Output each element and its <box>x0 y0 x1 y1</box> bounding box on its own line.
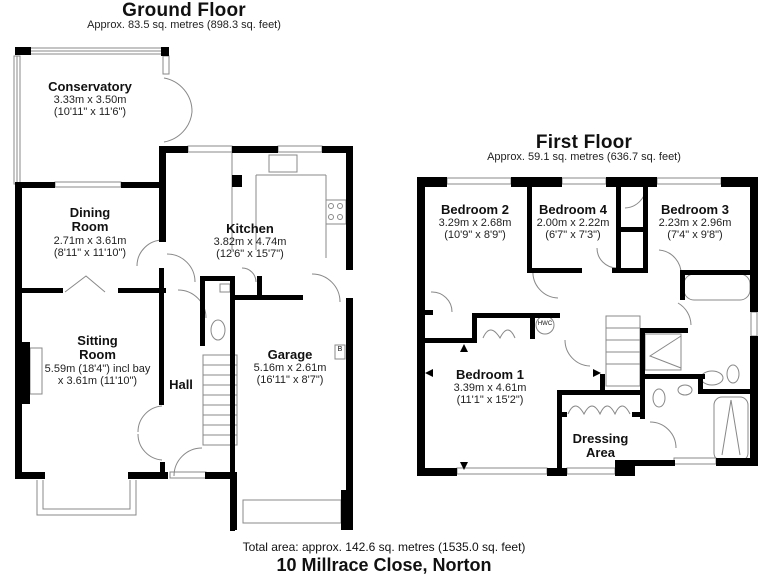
bedroom2-cupboard-door <box>430 291 453 313</box>
total-area: Total area: approx. 142.6 sq. metres (15… <box>242 540 526 554</box>
hwc-label: HWC <box>537 321 553 327</box>
bedroom3-cupboard-door <box>624 187 647 209</box>
first-floor-title: First Floor <box>535 132 633 153</box>
first-floor-walls <box>417 177 758 476</box>
bathroom-door-arc <box>677 302 692 326</box>
room-bedroom-1: Bedroom 1 3.39m x 4.61m (11'1" x 15'2") <box>445 367 535 407</box>
conservatory-door-arc-top <box>163 77 193 113</box>
ensuite-basin <box>677 384 693 396</box>
room-dimensions-metric: 3.39m x 4.61m <box>453 382 527 395</box>
bay-window <box>36 480 137 516</box>
kitchen-sink <box>268 154 298 173</box>
room-garage: Garage 5.16m x 2.61m (16'11" x 8'7") <box>240 347 340 387</box>
ground-floor-area: Approx. 83.5 sq. metres (898.3 sq. feet) <box>87 19 281 31</box>
room-hall: Hall <box>162 377 200 392</box>
room-dimensions-metric: 3.29m x 2.68m <box>438 217 512 230</box>
room-name-line2: Room <box>79 347 116 363</box>
first-floor-stairs <box>605 315 641 387</box>
ground-floor-walls <box>15 47 353 531</box>
room-dimensions-metric: 3.33m x 3.50m <box>53 94 127 107</box>
room-dressing-area: Dressing Area <box>563 431 638 461</box>
ensuite-toilet <box>652 388 666 408</box>
room-bedroom-4: Bedroom 4 2.00m x 2.22m (6'7" x 7'3") <box>530 202 616 242</box>
sitting-door-arc-1 <box>137 405 163 433</box>
room-name-line2: Area <box>586 445 615 461</box>
arrow-up-icon <box>460 344 468 352</box>
front-door-threshold <box>169 471 207 479</box>
room-dimensions-imperial: (16'11" x 8'7") <box>256 374 324 387</box>
room-dimensions-imperial: x 3.61m (11'10") <box>57 374 138 387</box>
room-name: Garage <box>267 347 313 362</box>
room-dimensions-metric: 2.23m x 2.96m <box>658 217 732 230</box>
ground-stairs <box>202 354 238 446</box>
room-name: Hall <box>169 377 193 392</box>
first-floor-area: Approx. 59.1 sq. metres (636.7 sq. feet) <box>487 151 681 163</box>
room-kitchen: Kitchen 3.82m x 4.74m (12'6" x 15'7") <box>200 221 300 261</box>
dressing-wardrobe-doors <box>567 405 631 416</box>
room-dimensions-metric: 5.59m (18'4") incl bay <box>44 362 151 375</box>
room-name: Dressing <box>572 431 629 446</box>
bedroom3-door-arc <box>658 249 682 277</box>
conservatory-window-right <box>162 55 170 75</box>
room-dimensions-imperial: (12'6" x 15'7") <box>216 248 284 261</box>
arrow-left-icon <box>425 369 433 377</box>
room-name: Dining <box>69 205 111 220</box>
ground-floor-plan <box>13 47 347 524</box>
room-dimensions-metric: 2.00m x 2.22m <box>536 217 610 230</box>
kitchen-hall-door-arc <box>166 253 196 283</box>
ground-floor-title: Ground Floor <box>122 0 246 21</box>
room-dimensions-imperial: (11'1" x 15'2") <box>456 394 524 407</box>
bedroom1-wardrobe-doors <box>482 329 516 340</box>
bathroom-toilet <box>726 364 740 384</box>
bedroom4-door-arc <box>596 247 618 269</box>
room-name: Bedroom 2 <box>441 202 509 217</box>
boiler-box <box>334 344 346 360</box>
wc-door-arc <box>177 289 207 319</box>
room-name: Kitchen <box>226 221 274 236</box>
room-dimensions-metric: 5.16m x 2.61m <box>253 362 327 375</box>
room-dimensions-metric: 2.71m x 3.61m <box>53 234 127 247</box>
room-dining: Dining Room 2.71m x 3.61m (8'11" x 11'10… <box>40 205 140 259</box>
garage-door <box>242 499 342 524</box>
room-dimensions-imperial: (6'7" x 7'3") <box>545 229 601 242</box>
room-dimensions-imperial: (8'11" x 11'10") <box>53 246 127 259</box>
utility-door-arc <box>241 267 257 283</box>
arrow-right-icon <box>593 369 601 377</box>
room-dimensions-imperial: (7'4" x 9'8") <box>667 229 723 242</box>
room-name: Sitting <box>77 333 118 348</box>
bath <box>683 273 751 301</box>
room-name: Bedroom 3 <box>661 202 729 217</box>
arrow-down-icon <box>460 462 468 470</box>
room-name: Conservatory <box>48 79 132 94</box>
wc-toilet <box>210 319 226 341</box>
conservatory-door-arc-bottom <box>163 111 193 143</box>
room-dimensions-imperial: (10'11" x 11'6") <box>53 106 127 119</box>
wc-basin <box>219 283 231 293</box>
bedroom1-door-arc <box>564 339 591 367</box>
bedroom2-door-arc <box>532 269 559 299</box>
room-dimensions-imperial: (10'9" x 8'9") <box>444 229 506 242</box>
ensuite-bath <box>713 396 749 462</box>
room-bedroom-2: Bedroom 2 3.29m x 2.68m (10'9" x 8'9") <box>430 202 520 242</box>
room-sitting: Sitting Room 5.59m (18'4") incl bay x 3.… <box>35 333 160 387</box>
room-dimensions-metric: 3.82m x 4.74m <box>213 236 287 249</box>
room-name: Bedroom 1 <box>456 367 524 382</box>
dining-door-arc <box>136 239 164 267</box>
boiler-label: B <box>337 346 343 353</box>
room-name-line2: Room <box>71 219 109 235</box>
room-conservatory: Conservatory 3.33m x 3.50m (10'11" x 11'… <box>30 79 150 119</box>
room-name: Bedroom 4 <box>539 202 607 217</box>
property-address: 10 Millrace Close, Norton <box>276 555 492 575</box>
side-door-arc <box>311 273 341 303</box>
kitchen-hob <box>325 199 347 225</box>
room-bedroom-3: Bedroom 3 2.23m x 2.96m (7'4" x 9'8") <box>650 202 740 242</box>
dining-sitting-bifold-doors <box>64 275 106 293</box>
ensuite-door-arc <box>649 421 677 449</box>
